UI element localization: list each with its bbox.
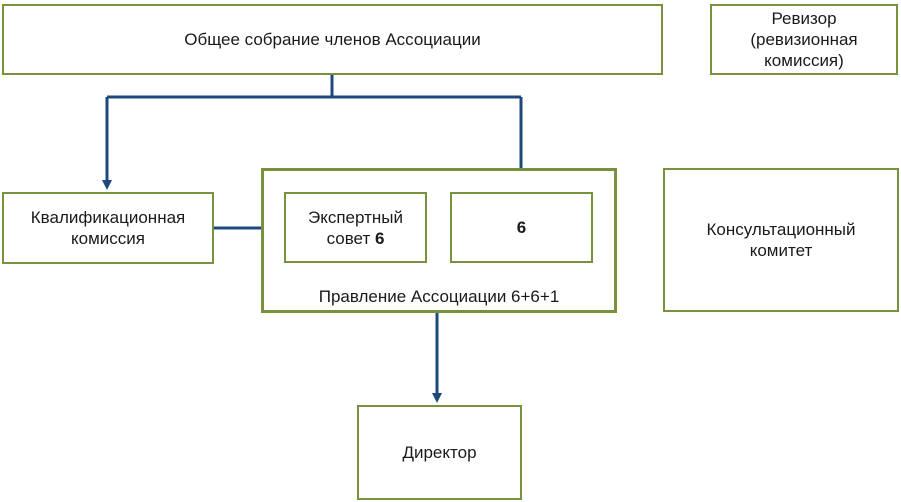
auditor-label-line3: комиссия): [764, 51, 844, 70]
auditor-box: Ревизор (ревизионная комиссия): [710, 4, 898, 75]
qualification-commission-box: Квалификационная комиссия: [2, 192, 214, 264]
consultative-label-line2: комитет: [749, 241, 813, 260]
general-meeting-box: Общее собрание членов Ассоциации: [2, 4, 663, 75]
expert-council-label-line2: совет 6: [327, 228, 385, 249]
board-label: Правление Ассоциации 6+6+1: [318, 287, 560, 306]
consultative-label-line1: Консультационный: [706, 220, 856, 239]
expert-council-label-text: совет: [326, 228, 375, 248]
qualification-label-line2: комиссия: [71, 229, 145, 248]
board-member-group-count: 6: [516, 218, 527, 237]
expert-council-box: Экспертный совет 6: [284, 192, 427, 263]
expert-council-count: 6: [374, 228, 385, 248]
consultative-committee-box: Консультационный комитет: [663, 168, 899, 312]
director-box: Директор: [357, 405, 522, 500]
auditor-label-line1: Ревизор: [771, 9, 837, 28]
director-label: Директор: [402, 443, 477, 462]
general-meeting-label: Общее собрание членов Ассоциации: [184, 30, 481, 49]
qualification-label-line1: Квалификационная: [30, 208, 186, 227]
board-member-group-box: 6: [450, 192, 593, 263]
expert-council-label-line1: Экспертный: [308, 207, 403, 227]
auditor-label-line2: (ревизионная: [750, 30, 858, 49]
